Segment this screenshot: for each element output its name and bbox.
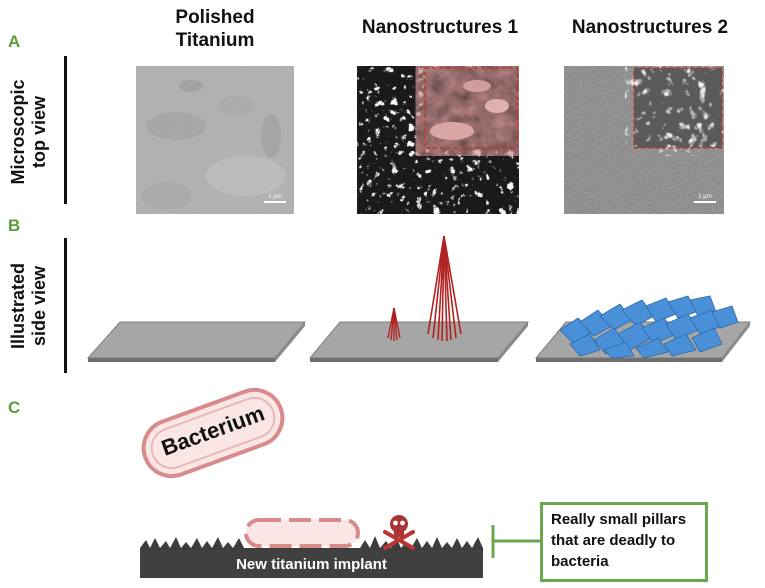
scale-bar-polished: 1 μm	[264, 194, 286, 203]
scale-bar-nanostructures-2: 1 μm	[694, 194, 716, 203]
bacterium-label: Bacterium	[158, 400, 268, 461]
row-divider-top	[64, 56, 67, 204]
implant-label: New titanium implant	[236, 556, 387, 573]
row-label-illustrated-side-view: Illustrated side view	[8, 262, 49, 350]
callout-deadly-pillars: Really small pillars that are deadly to …	[540, 502, 708, 582]
micrograph-polished-titanium: 1 μm	[136, 66, 294, 214]
column-title-nanostructures-1: Nanostructures 1	[361, 17, 519, 38]
panel-letter-a: A	[8, 32, 21, 51]
panel-letter-b: B	[8, 216, 21, 235]
column-title-polished-titanium: Polished Titanium	[175, 7, 255, 51]
column-title-nanostructures-2: Nanostructures 2	[571, 17, 729, 38]
scale-bar-label: 1 μm	[698, 194, 712, 200]
row-divider-side	[64, 238, 67, 373]
micrograph-nanostructures-2: 1 μm	[564, 66, 724, 214]
scale-bar-label: 1 μm	[268, 194, 282, 200]
micrograph-nanostructures-1	[357, 66, 519, 214]
row-label-microscopic-top-view: Microscopic top view	[8, 79, 49, 185]
panel-letter-c: C	[8, 398, 21, 417]
